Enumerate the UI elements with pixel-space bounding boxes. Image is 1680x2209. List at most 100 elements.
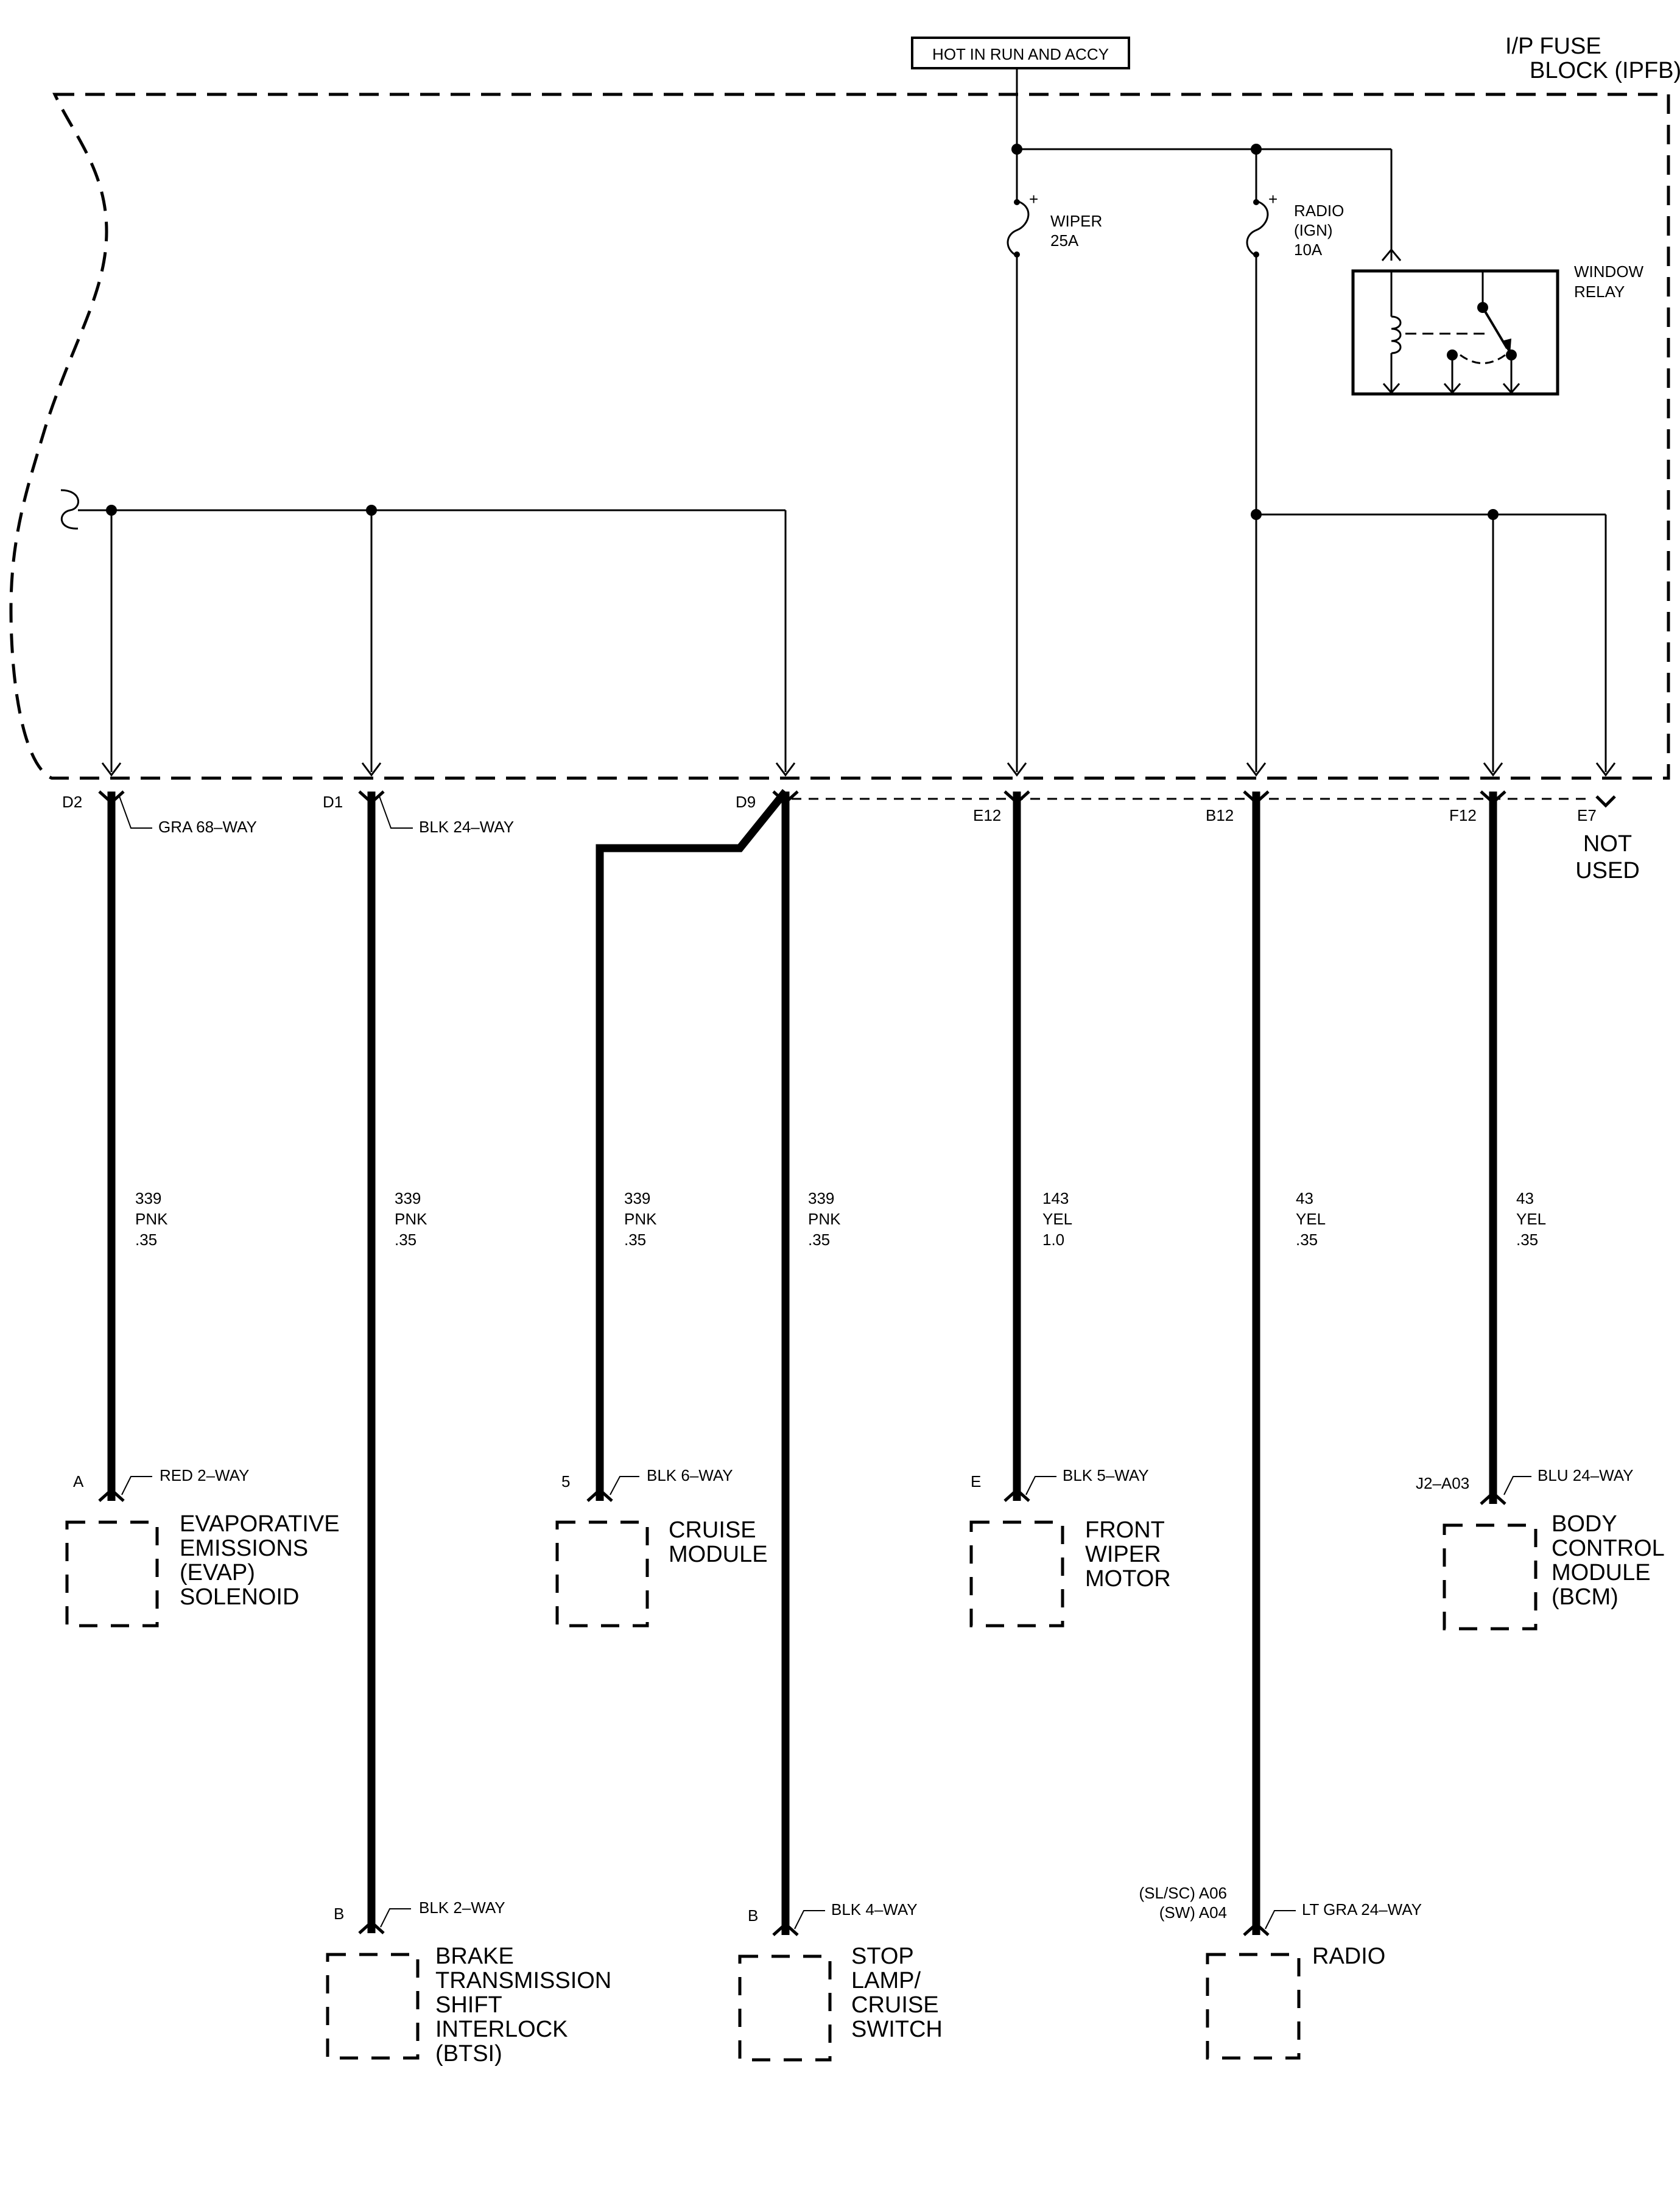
cruise-pin: 5	[561, 1472, 570, 1491]
left-bus	[60, 489, 787, 772]
fuse-block-title-line1: I/P FUSE	[1505, 33, 1601, 59]
not-used-line2: USED	[1575, 858, 1640, 883]
btsi-connector: BLK 2–WAY	[419, 1898, 505, 1917]
power-source-box	[911, 37, 1130, 69]
wire-bcm-gauge: .35	[1516, 1231, 1538, 1249]
btsi-component-box	[326, 1953, 420, 2060]
power-source: HOT IN RUN AND ACCY	[911, 37, 1130, 94]
wire-radio-gauge: .35	[1296, 1231, 1318, 1249]
component-radio: (SL/SC) A06 (SW) A04 LT GRA 24–WAY RADIO	[1139, 1884, 1422, 2060]
relay-coil-icon	[1391, 315, 1402, 354]
wire-bcm-circuit: 43	[1516, 1189, 1534, 1207]
fuse-block-outline	[9, 93, 1670, 780]
wiper-motor-component-box	[969, 1520, 1064, 1628]
window-relay-box	[1351, 269, 1559, 396]
connector-blk24: BLK 24–WAY	[419, 818, 514, 836]
terminal-labels: D2 D1 D9 E12 B12 F12 E7 NOT USED GRA 68–…	[62, 793, 1640, 883]
stop-component-box	[738, 1954, 832, 2062]
cruise-name-2: MODULE	[669, 1542, 768, 1567]
evap-name-4: SOLENOID	[180, 1584, 299, 1610]
splice-dot	[366, 505, 377, 516]
radio-name: RADIO	[1312, 1944, 1385, 1969]
evap-component-box	[65, 1520, 159, 1628]
stop-pin: B	[748, 1906, 758, 1925]
evap-connector: RED 2–WAY	[160, 1466, 249, 1484]
evap-name-2: EMISSIONS	[180, 1536, 308, 1561]
component-bcm: J2–A03 BLU 24–WAY BODY CONTROL MODULE (B…	[1416, 1466, 1665, 1631]
terminal-d9: D9	[736, 793, 756, 811]
terminal-e7: E7	[1577, 806, 1597, 824]
wiper-fuse-symbol	[1007, 200, 1030, 257]
wiper-fuse-name: WIPER	[1050, 212, 1102, 230]
wire-evap-gauge: .35	[135, 1231, 157, 1249]
power-source-label: HOT IN RUN AND ACCY	[932, 45, 1109, 63]
wiper-motor-connector: BLK 5–WAY	[1063, 1466, 1149, 1484]
bcm-component-box	[1443, 1523, 1538, 1631]
splice-dot	[106, 505, 117, 516]
cruise-connector: BLK 6–WAY	[647, 1466, 733, 1484]
wire-stop-color: PNK	[808, 1210, 841, 1228]
terminal-arrows	[101, 762, 1616, 777]
evap-name-3: (EVAP)	[180, 1560, 255, 1586]
radio-component-box	[1206, 1953, 1301, 2060]
wire-labels: 339 PNK .35 339 PNK .35 339 PNK .35 339 …	[135, 1189, 1546, 1249]
bcm-name-2: CONTROL	[1552, 1536, 1665, 1561]
evap-pin: A	[73, 1472, 84, 1491]
wire-btsi-circuit: 339	[395, 1189, 421, 1207]
component-btsi: B BLK 2–WAY BRAKE TRANSMISSION SHIFT INT…	[326, 1898, 611, 2067]
btsi-pin: B	[334, 1905, 344, 1923]
stop-name-4: SWITCH	[851, 2017, 943, 2042]
bcm-name-1: BODY	[1552, 1511, 1617, 1537]
wire-radio-circuit: 43	[1296, 1189, 1313, 1207]
splice-dot	[1251, 509, 1262, 520]
wiper-motor-pin: E	[971, 1472, 981, 1491]
wire-evap-circuit: 339	[135, 1189, 161, 1207]
window-relay: WINDOW RELAY	[1351, 262, 1644, 396]
radio-fuse-polarity: +	[1268, 190, 1278, 208]
window-relay-label-2: RELAY	[1574, 283, 1625, 301]
wire-btsi-gauge: .35	[395, 1231, 416, 1249]
wire-wiper-gauge: 1.0	[1042, 1231, 1064, 1249]
radio-fuse-sub: (IGN)	[1294, 221, 1333, 239]
stop-name-1: STOP	[851, 1944, 914, 1969]
wire-wiper-color: YEL	[1042, 1210, 1072, 1228]
stop-name-3: CRUISE	[851, 1992, 939, 2018]
terminal-b12: B12	[1206, 806, 1234, 824]
component-cruise-module: 5 BLK 6–WAY CRUISE MODULE	[555, 1466, 768, 1628]
wire-top-chevrons	[98, 790, 1506, 805]
terminal-f12: F12	[1449, 806, 1477, 824]
wire-evap-color: PNK	[135, 1210, 168, 1228]
component-front-wiper-motor: E BLK 5–WAY FRONT WIPER MOTOR	[969, 1466, 1171, 1628]
radio-pin-1: (SL/SC) A06	[1139, 1884, 1227, 1902]
wire-stop-circuit: 339	[808, 1189, 834, 1207]
evap-name-1: EVAPORATIVE	[180, 1511, 340, 1537]
component-evap: A RED 2–WAY EVAPORATIVE EMISSIONS (EVAP)…	[65, 1466, 340, 1628]
btsi-name-4: INTERLOCK	[435, 2017, 568, 2042]
cruise-component-box	[555, 1520, 649, 1628]
btsi-name-1: BRAKE	[435, 1944, 514, 1969]
stop-connector: BLK 4–WAY	[831, 1900, 918, 1919]
right-bus: + WIPER 25A + RADIO (IGN) 10A	[1007, 94, 1607, 772]
wiper-fuse-polarity: +	[1029, 190, 1038, 208]
radio-fuse-symbol	[1246, 200, 1269, 257]
component-stop-lamp-switch: B BLK 4–WAY STOP LAMP/ CRUISE SWITCH	[738, 1900, 943, 2062]
wire-radio-color: YEL	[1296, 1210, 1326, 1228]
btsi-name-5: (BTSI)	[435, 2041, 502, 2067]
cruise-name-1: CRUISE	[669, 1517, 756, 1543]
wire-cruise-gauge: .35	[624, 1231, 646, 1249]
wire-cruise-circuit: 339	[624, 1189, 650, 1207]
wire-cruise-color: PNK	[624, 1210, 657, 1228]
bcm-name-3: MODULE	[1552, 1560, 1651, 1586]
radio-pin-2: (SW) A04	[1159, 1903, 1227, 1922]
btsi-name-2: TRANSMISSION	[435, 1968, 611, 1993]
bcm-pin: J2–A03	[1416, 1474, 1469, 1492]
bcm-name-4: (BCM)	[1552, 1584, 1618, 1610]
terminal-d1: D1	[323, 793, 343, 811]
wires	[107, 788, 1497, 1935]
wiper-motor-name-3: MOTOR	[1085, 1566, 1171, 1592]
radio-fuse-name: RADIO	[1294, 202, 1344, 220]
stop-name-2: LAMP/	[851, 1968, 921, 1993]
wire-stop-gauge: .35	[808, 1231, 830, 1249]
radio-fuse-rating: 10A	[1294, 241, 1323, 259]
